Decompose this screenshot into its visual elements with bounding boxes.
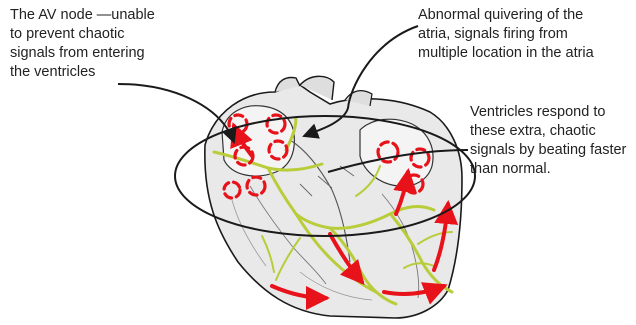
heart-illustration: [205, 76, 462, 318]
